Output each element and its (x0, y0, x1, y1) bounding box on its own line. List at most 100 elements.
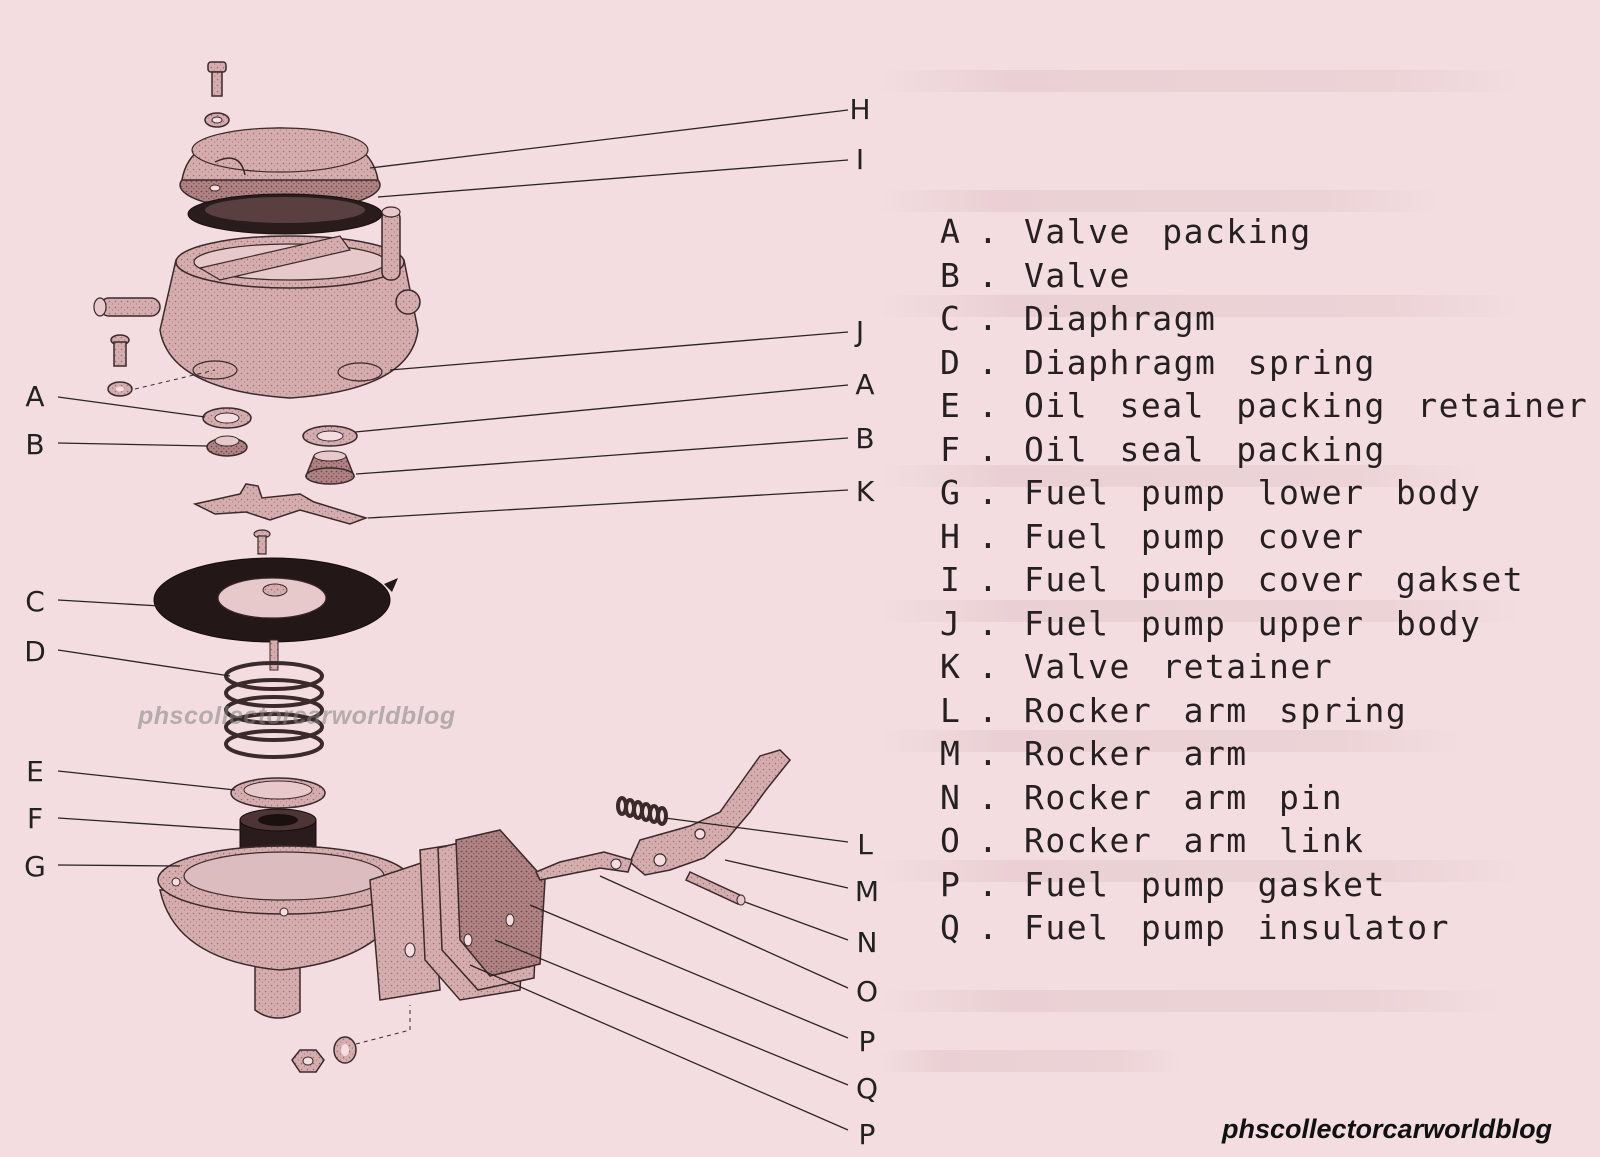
legend-item: L.Rocker arm spring (940, 690, 1408, 730)
bleed-line (880, 190, 1440, 212)
legend-text: Fuel pump insulator (1024, 908, 1450, 947)
legend-letter: F (940, 429, 962, 469)
legend-letter: I (940, 560, 962, 599)
bleed-through-texture (880, 40, 1580, 1120)
legend-item: C.Diaphragm (940, 299, 1217, 338)
rocker-arm-link (534, 851, 633, 881)
legend-letter: H (940, 516, 962, 556)
cover-screw (204, 61, 230, 128)
callout-m: M (854, 875, 880, 908)
legend-letter: P (940, 864, 962, 904)
callout-b-left: B (25, 428, 45, 461)
right-valve (304, 450, 356, 485)
legend-letter: M (940, 734, 962, 773)
bleed-line (880, 860, 1520, 882)
legend-text: Valve (1024, 255, 1131, 295)
left-valve (206, 435, 248, 457)
bleed-line (880, 990, 1500, 1012)
legend-item: D.Diaphragm spring (940, 342, 1376, 382)
cover-gasket-inner (205, 197, 365, 223)
legend-text: Fuel pump gasket (1024, 864, 1386, 904)
legend-item: G.Fuel pump lower body (940, 473, 1482, 512)
leader-lines (57, 109, 849, 1131)
legend-item: J.Fuel pump upper body (940, 603, 1482, 643)
legend-text: Rocker arm link (1024, 821, 1365, 860)
legend-text: Diaphragm spring (1024, 342, 1376, 382)
legend-item: F.Oil seal packing (940, 429, 1386, 469)
left-valve-packing (202, 407, 252, 429)
watermark-corner: phscollectorcarworldblog (1222, 1114, 1553, 1144)
legend-text: Fuel pump lower body (1024, 473, 1482, 512)
bleed-line (880, 465, 1480, 487)
legend-item: H.Fuel pump cover (940, 516, 1365, 556)
callout-l: L (857, 828, 873, 861)
callout-h: H (849, 93, 871, 126)
legend-item: P.Fuel pump gasket (940, 864, 1386, 904)
callout-c: C (25, 585, 45, 618)
legend-item: I.Fuel pump cover gakset (940, 560, 1525, 599)
legend-item: K.Valve retainer (940, 647, 1334, 686)
callout-k: K (855, 475, 875, 508)
legend-text: Valve retainer (1024, 647, 1334, 686)
diaphragm-rod (269, 639, 279, 671)
callout-a-right: A (855, 368, 875, 401)
legend-item: M.Rocker arm (940, 734, 1248, 773)
fuel-pump-lower-body (157, 845, 441, 1019)
diaphragm-spring (224, 661, 324, 759)
legend-text: Fuel pump upper body (1024, 603, 1482, 643)
nut-and-washer (291, 1005, 411, 1073)
right-valve-packing (302, 425, 358, 447)
legend-item: N.Rocker arm pin (940, 777, 1344, 817)
legend-letter: D (940, 342, 962, 382)
bleed-line (880, 1050, 1180, 1072)
legend-letter: B (940, 255, 962, 295)
legend-letter: E (940, 386, 962, 425)
legend-text: Oil seal packing (1024, 429, 1386, 469)
callout-j: J (855, 315, 865, 348)
legend-text: Diaphragm (1024, 299, 1217, 338)
callout-p-lower: P (858, 1118, 876, 1151)
legend-text: Oil seal packing retainer (1024, 386, 1589, 425)
legend-letter: J (940, 603, 962, 643)
rocker-arm-spring (616, 796, 668, 826)
legend-letter: L (940, 690, 962, 730)
callout-n: N (856, 926, 878, 959)
bleed-line (880, 730, 1460, 752)
callout-i: I (855, 143, 865, 176)
callout-o: O (855, 975, 879, 1008)
legend-item: E.Oil seal packing retainer (940, 386, 1589, 425)
callout-a-left: A (25, 380, 45, 413)
legend-letter: C (940, 299, 962, 338)
callout-b-right: B (855, 422, 875, 455)
legend-text: Rocker arm spring (1024, 690, 1408, 730)
fuel-pump-upper-body (93, 206, 421, 399)
valve-retainer (192, 483, 369, 525)
diaphragm (153, 557, 398, 643)
bleed-line (880, 295, 1520, 317)
body-screw (107, 334, 216, 397)
rocker-arm (629, 749, 792, 876)
legend-text: Rocker arm (1024, 734, 1248, 773)
legend-letter: K (940, 647, 962, 686)
watermark-center: phscollectorcarworldblog (138, 702, 456, 730)
callout-f: F (26, 802, 44, 835)
legend-letter: Q (940, 908, 962, 947)
legend-item: Q.Fuel pump insulator (940, 908, 1450, 947)
legend-item: O.Rocker arm link (940, 821, 1365, 860)
callout-g: G (24, 850, 46, 883)
legend-item: A.Valve packing (940, 212, 1312, 251)
legend-text: Valve packing (1024, 212, 1312, 251)
diaphragm-screw (253, 529, 271, 555)
oil-seal-retainer (230, 777, 326, 809)
legend-text: Fuel pump cover gakset (1024, 560, 1525, 599)
callout-q: Q (855, 1072, 879, 1105)
legend-letter: N (940, 777, 962, 817)
bleed-line (880, 70, 1520, 92)
callout-p-upper: P (858, 1025, 876, 1058)
legend-text: Fuel pump cover (1024, 516, 1365, 556)
legend-letter: A (940, 212, 962, 251)
legend-letter: O (940, 821, 962, 860)
gasket-stack (404, 829, 546, 1001)
